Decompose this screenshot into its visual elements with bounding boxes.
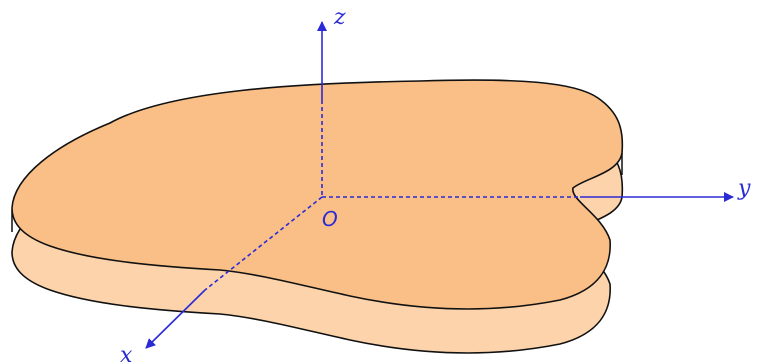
- x-axis-label: x: [120, 343, 133, 363]
- x-axis-dashed: [204, 196, 323, 291]
- x-axis: [145, 289, 206, 349]
- y-axis-label: y: [737, 176, 751, 201]
- origin-label: O: [322, 207, 338, 231]
- z-axis-label: z: [333, 5, 346, 30]
- plate-top: [11, 79, 624, 310]
